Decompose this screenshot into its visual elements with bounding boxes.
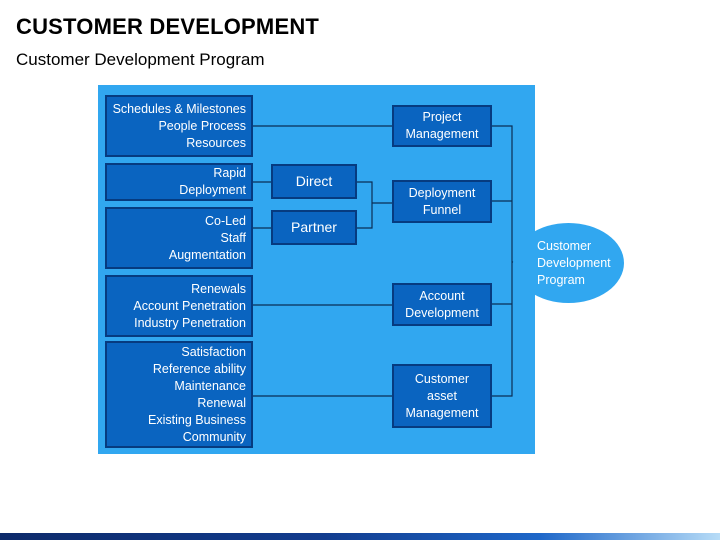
box-line: Renewal [197,395,246,410]
box-line: Augmentation [168,247,246,262]
box-line: Customer [414,371,470,386]
left-box-satisfaction: Satisfaction Reference ability Maintenan… [105,341,253,448]
box-line: Staff [220,230,246,245]
box-line: Deployment [408,185,476,200]
box-line: Reference ability [152,361,246,376]
footer-bar [0,533,720,540]
project-management-box: Project Management [392,105,492,147]
page-title: CUSTOMER DEVELOPMENT [16,14,320,39]
box-line: Resources [186,135,246,150]
partner-box: Partner [271,210,357,245]
ellipse-line: Customer [537,238,592,253]
page-subtitle: Customer Development Program [16,50,265,69]
customer-development-program-ellipse: Customer Development Program [513,223,624,303]
box-line: Renewals [191,281,246,296]
deployment-funnel-box: Deployment Funnel [392,180,492,223]
box-line: Funnel [422,202,462,217]
ellipse-line: Development [537,255,611,270]
box-line: Deployment [179,183,246,197]
left-box-rapid-deployment: Rapid Deployment [105,163,253,201]
box-line: Development [405,305,479,320]
box-line: asset [427,388,457,403]
account-development-box: Account Development [392,283,492,326]
left-box-co-led: Co-Led Staff Augmentation [105,207,253,269]
box-line: Management [405,127,479,141]
customer-asset-management-box: Customer asset Management [392,364,492,428]
box-line: Account [419,288,465,303]
partner-label: Partner [291,219,337,235]
box-line: Community [182,429,246,444]
box-line: Co-Led [205,213,246,228]
box-line: Satisfaction [181,344,246,359]
left-box-renewals: Renewals Account Penetration Industry Pe… [105,275,253,337]
box-line: Account Penetration [133,298,246,313]
box-line: Rapid [213,166,246,180]
box-line: Project [422,110,462,124]
box-line: People Process [158,118,246,133]
box-line: Schedules & Milestones [112,101,246,116]
ellipse-line: Program [537,272,585,287]
box-line: Maintenance [174,378,246,393]
box-line: Management [405,405,479,420]
box-line: Existing Business [148,412,246,427]
direct-box: Direct [271,164,357,199]
left-box-schedules: Schedules & Milestones People Process Re… [105,95,253,157]
box-line: Industry Penetration [134,315,246,330]
direct-label: Direct [295,173,333,189]
